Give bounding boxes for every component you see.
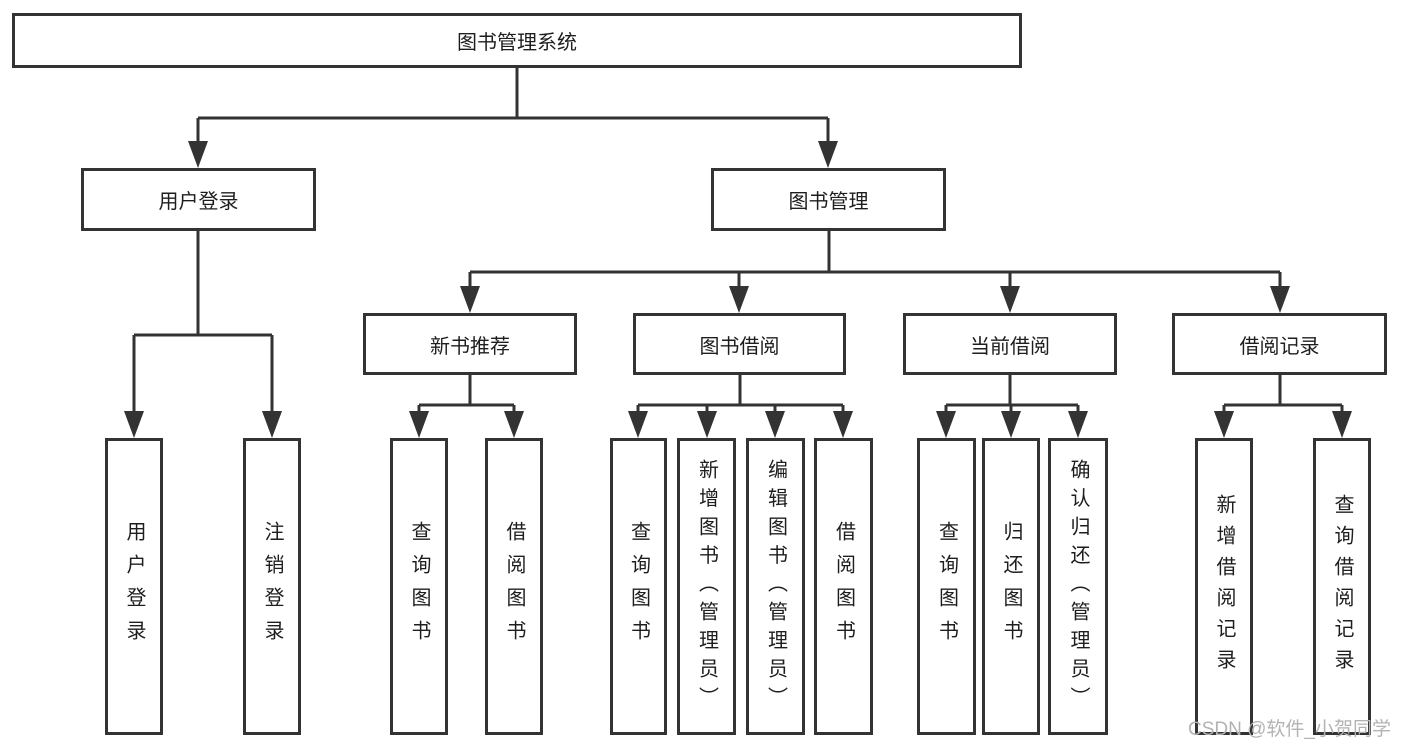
leaf-logout: 注销登录	[243, 438, 301, 735]
node-user-login: 用户登录	[81, 168, 316, 231]
leaf-query-books-current: 查询图书	[917, 438, 976, 735]
leaf-query-books-recommend: 查询图书	[390, 438, 448, 735]
leaf-add-borrow-record: 新增借阅记录	[1195, 438, 1253, 735]
node-label: 当前借阅	[970, 335, 1050, 358]
node-book-management: 图书管理	[711, 168, 946, 231]
node-new-book-recommend: 新书推荐	[363, 313, 577, 375]
node-label: 图书管理系统	[457, 32, 577, 54]
node-borrow-records: 借阅记录	[1172, 313, 1387, 375]
node-label: 新书推荐	[430, 335, 510, 358]
node-label: 注销登录	[261, 520, 283, 653]
leaf-borrow-books-recommend: 借阅图书	[485, 438, 543, 735]
leaf-confirm-return-admin: 确认归还（管理员）	[1048, 438, 1108, 735]
node-label: 用户登录	[158, 191, 239, 213]
node-current-borrow: 当前借阅	[903, 313, 1117, 375]
node-label: 借阅记录	[1239, 335, 1320, 358]
node-label: 确认归还（管理员）	[1067, 458, 1089, 715]
leaf-query-borrow-record: 查询借阅记录	[1313, 438, 1371, 735]
node-label: 图书借阅	[699, 335, 780, 358]
node-library-management-system: 图书管理系统	[12, 13, 1022, 68]
node-label: 新增图书（管理员）	[695, 458, 718, 715]
leaf-user-login: 用户登录	[105, 438, 163, 735]
leaf-add-books-admin: 新增图书（管理员）	[677, 438, 736, 735]
node-label: 新增借阅记录	[1213, 493, 1235, 680]
node-label: 查询借阅记录	[1331, 493, 1353, 680]
node-label: 用户登录	[123, 520, 145, 653]
leaf-query-books-borrow: 查询图书	[610, 438, 667, 735]
node-book-borrow: 图书借阅	[633, 313, 846, 375]
node-label: 查询图书	[935, 520, 958, 653]
node-label: 借阅图书	[503, 520, 525, 653]
leaf-edit-books-admin: 编辑图书（管理员）	[746, 438, 805, 735]
leaf-borrow-books: 借阅图书	[814, 438, 873, 735]
node-label: 归还图书	[1000, 520, 1022, 653]
node-label: 查询图书	[408, 520, 430, 653]
arrowhead-icons	[124, 141, 1352, 438]
node-label: 借阅图书	[832, 520, 855, 653]
node-label: 查询图书	[627, 520, 650, 653]
watermark: CSDN @软件_小贺同学	[1188, 719, 1391, 740]
node-label: 图书管理	[788, 191, 869, 213]
node-label: 编辑图书（管理员）	[764, 458, 787, 715]
leaf-return-books: 归还图书	[982, 438, 1040, 735]
